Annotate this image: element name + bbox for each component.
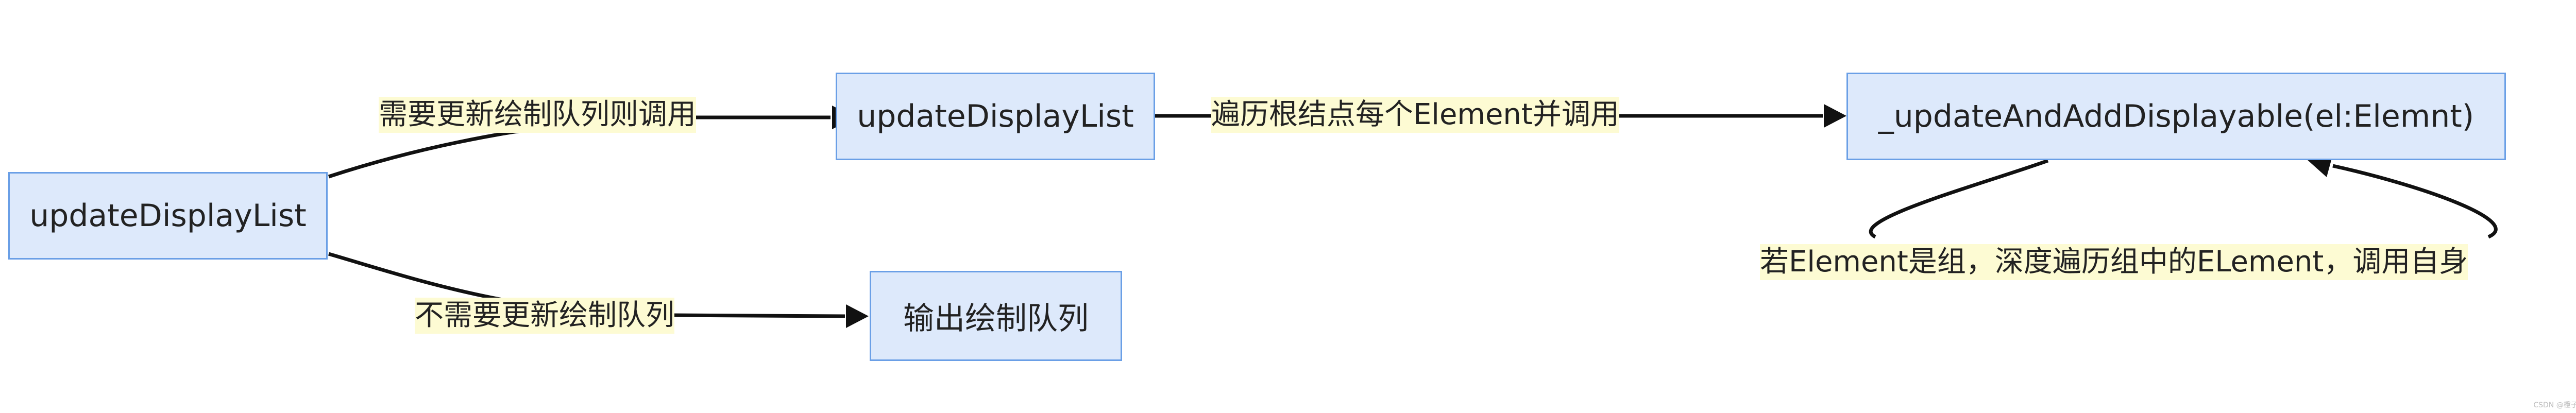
node-output-label: 输出绘制队列 xyxy=(903,301,1089,337)
edge-label-recursive-group: 若Element是组，深度遍历组中的ELement，调用自身 xyxy=(1760,244,2468,280)
edge-label-traverse-root: 遍历根结点每个Element并调用 xyxy=(1211,97,1619,133)
node-update-label: updateDisplayList xyxy=(857,98,1134,134)
arrowhead-recursive-group xyxy=(2307,154,2333,177)
arrowhead-traverse-root xyxy=(1824,104,1846,128)
edge-label-needs-update: 需要更新绘制队列则调用 xyxy=(379,97,696,133)
edge-recursive-group xyxy=(1869,159,2498,239)
node-add-displayable-label: _updateAndAddDisplayable(el:Elemnt) xyxy=(1878,98,2475,134)
watermark: CSDN @橙子Yuan xyxy=(2533,401,2576,409)
arrowhead-no-update xyxy=(846,304,869,328)
node-update-display-list[interactable]: updateDisplayList xyxy=(836,73,1155,160)
node-root-label: updateDisplayList xyxy=(29,198,307,234)
node-output-queue[interactable]: 输出绘制队列 xyxy=(870,271,1122,361)
node-update-and-add-displayable[interactable]: _updateAndAddDisplayable(el:Elemnt) xyxy=(1846,73,2506,160)
node-root-update-display-list[interactable]: updateDisplayList xyxy=(8,172,328,260)
edge-label-no-update: 不需要更新绘制队列 xyxy=(415,298,674,334)
